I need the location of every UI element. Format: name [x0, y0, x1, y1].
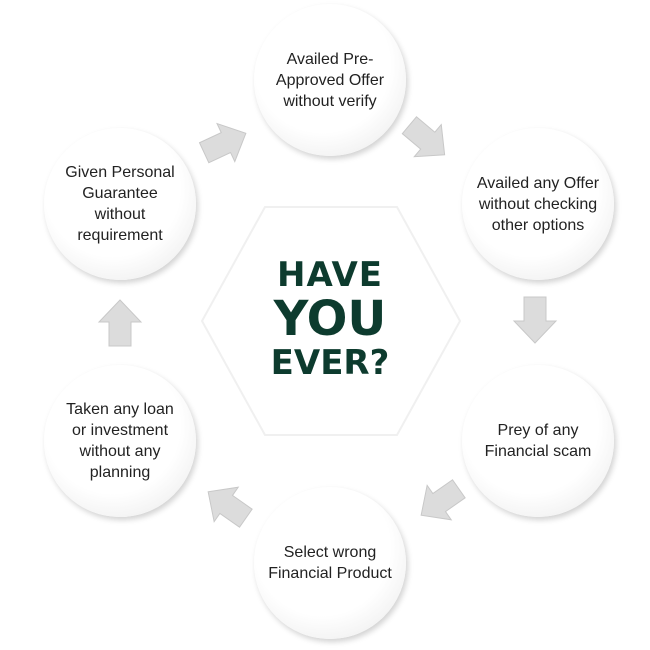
step-circle-1: Availed Pre-Approved Offer without verif…: [254, 4, 406, 156]
step-label: Prey of any Financial scam: [484, 422, 592, 460]
step-circle-2: Availed any Offer without checking other…: [462, 128, 614, 280]
arrow-down-right-icon: [401, 116, 446, 158]
arrow-right-icon: [198, 122, 247, 164]
center-line-2: YOU: [273, 291, 387, 347]
center-hexagon: [200, 206, 462, 436]
step-circle-5: Taken any loan or investment without any…: [44, 365, 196, 517]
step-label: Select wrong Financial Product: [268, 544, 392, 582]
step-label: Taken any loan or investment without any…: [66, 401, 174, 481]
step-label: Availed Pre-Approved Offer without verif…: [275, 50, 385, 110]
step-circle-6: Given Personal Guarantee without require…: [44, 128, 196, 280]
step-label: Availed any Offer without checking other…: [476, 174, 600, 234]
arrow-up-left-icon: [207, 486, 253, 528]
arrow-up-icon: [97, 299, 143, 347]
step-circle-4: Select wrong Financial Product: [254, 487, 406, 639]
center-line-1: HAVE: [277, 255, 383, 295]
step-circle-3: Prey of any Financial scam: [462, 365, 614, 517]
center-title: HAVE YOU EVER?: [230, 255, 430, 383]
center-line-3: EVER?: [270, 343, 390, 383]
step-label: Given Personal Guarantee without require…: [65, 164, 175, 244]
arrow-down-left-icon: [420, 479, 466, 521]
arrow-down-icon: [512, 296, 558, 344]
